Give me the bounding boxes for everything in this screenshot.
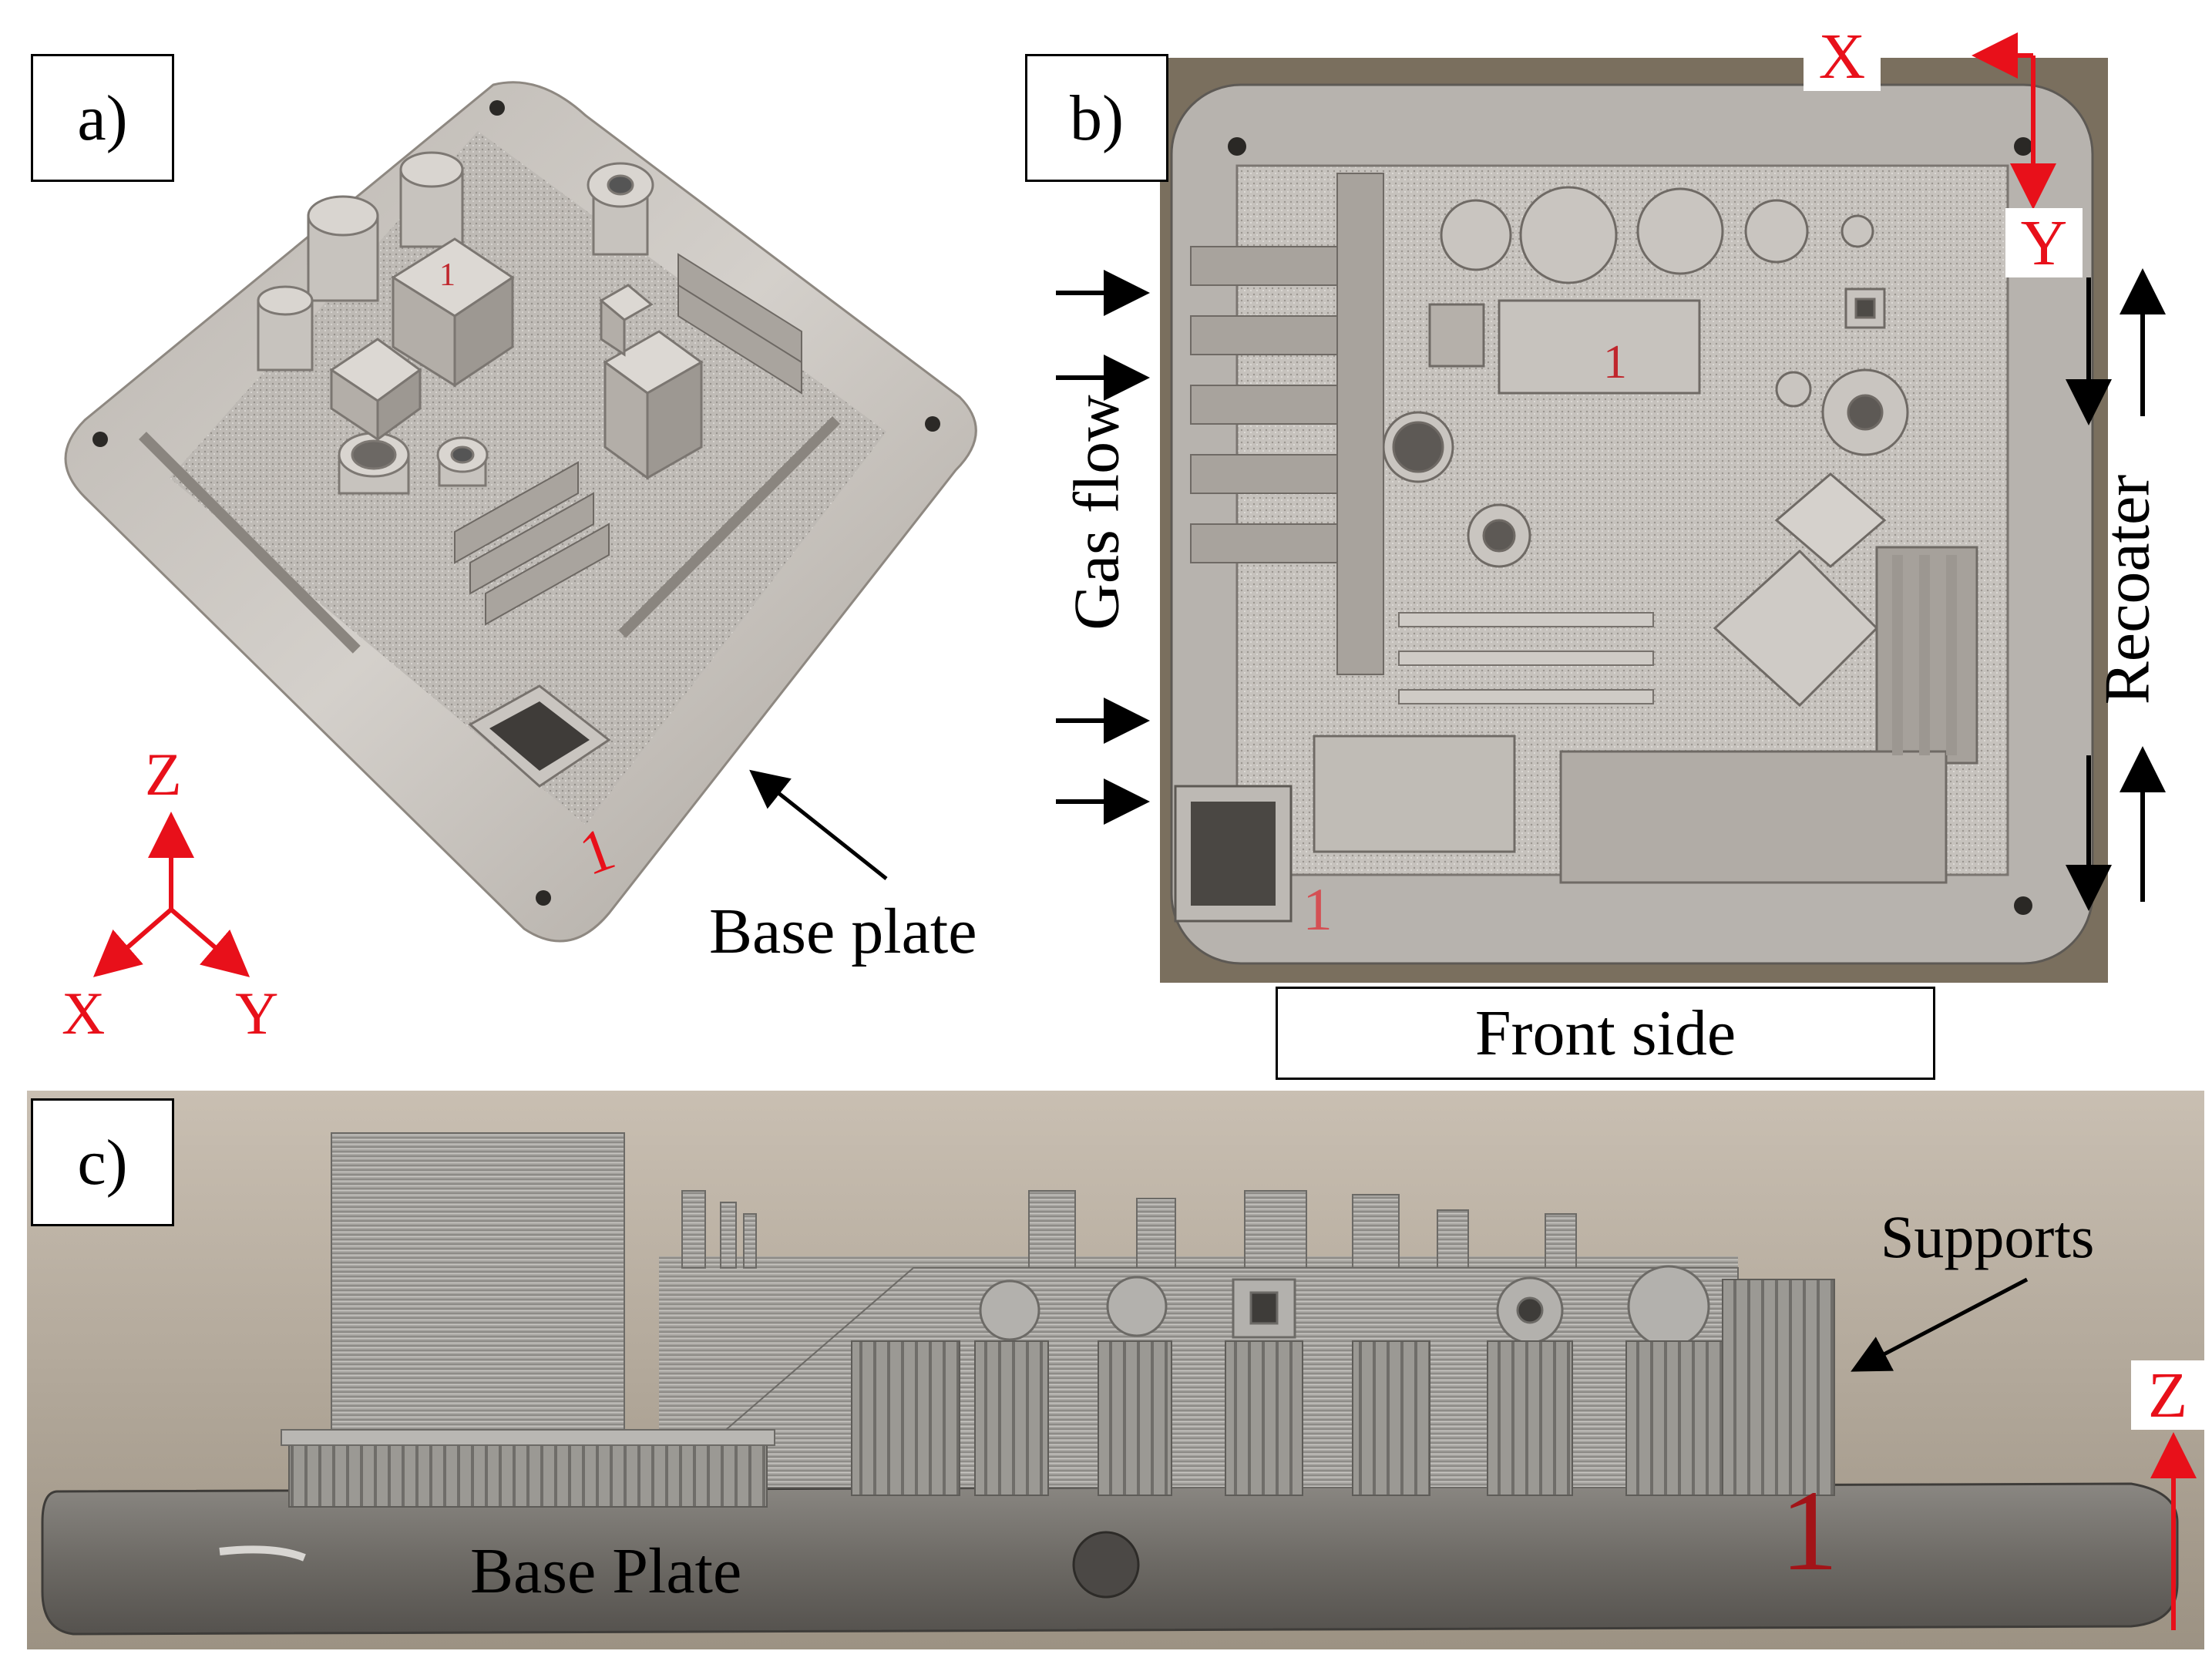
recoater-arrows (2066, 268, 2166, 911)
front-side-label: Front side (1474, 997, 1736, 1069)
panel-c: 1 c) Supports Base Plate Z (0, 1087, 2212, 1661)
front-side-box: Front side (1276, 987, 1935, 1080)
gas-flow-label: Gas flow (1061, 395, 1133, 630)
axes-c (2150, 1432, 2197, 1630)
axis-x-a: X (62, 980, 106, 1047)
base-plate-label-c: Base Plate (470, 1535, 742, 1607)
part-number-c: 1 (1780, 1467, 1838, 1595)
part-number-b: 1 (1303, 876, 1333, 943)
gas-flow-arrows (1056, 270, 1150, 825)
panel-a-label-text: a) (77, 82, 128, 154)
panel-a-label: a) (31, 54, 174, 182)
axis-y-b-box: Y (2005, 207, 2083, 279)
axes-a (92, 812, 250, 977)
panel-b-label-text: b) (1070, 82, 1124, 154)
axis-z-c-box: Z (2131, 1359, 2204, 1431)
panel-c-label: c) (31, 1098, 174, 1226)
panel-b-photo: 1 (1160, 58, 2108, 983)
axis-x-b-box: X (1804, 20, 1881, 92)
supports-label: Supports (1881, 1203, 2095, 1270)
axis-x-b: X (1818, 20, 1866, 92)
axis-y-a: Y (235, 980, 279, 1047)
panel-b: 1 1 b) Gas flow Recoater X Y Front side (1025, 0, 2212, 1080)
panel-b-label-box: b) (1025, 54, 1168, 182)
panel-c-label-text: c) (77, 1126, 128, 1199)
axis-z-a: Z (145, 741, 182, 808)
supports-arrow (1851, 1277, 2029, 1372)
panel-c-photo (27, 1091, 2204, 1649)
panel-a: 1 1 a) Base plate Z X Y (0, 0, 1033, 1064)
axis-y-b: Y (2020, 207, 2068, 279)
axis-z-c: Z (2147, 1359, 2188, 1431)
base-plate-arrow (749, 769, 888, 880)
recoater-label: Recoater (2091, 474, 2163, 705)
svg-text:1: 1 (1603, 336, 1627, 388)
axes-b (1972, 32, 2056, 210)
part-number-a-top: 1 (439, 257, 456, 293)
base-plate-label-a: Base plate (709, 896, 977, 967)
panel-a-photo: 1 (64, 81, 977, 943)
